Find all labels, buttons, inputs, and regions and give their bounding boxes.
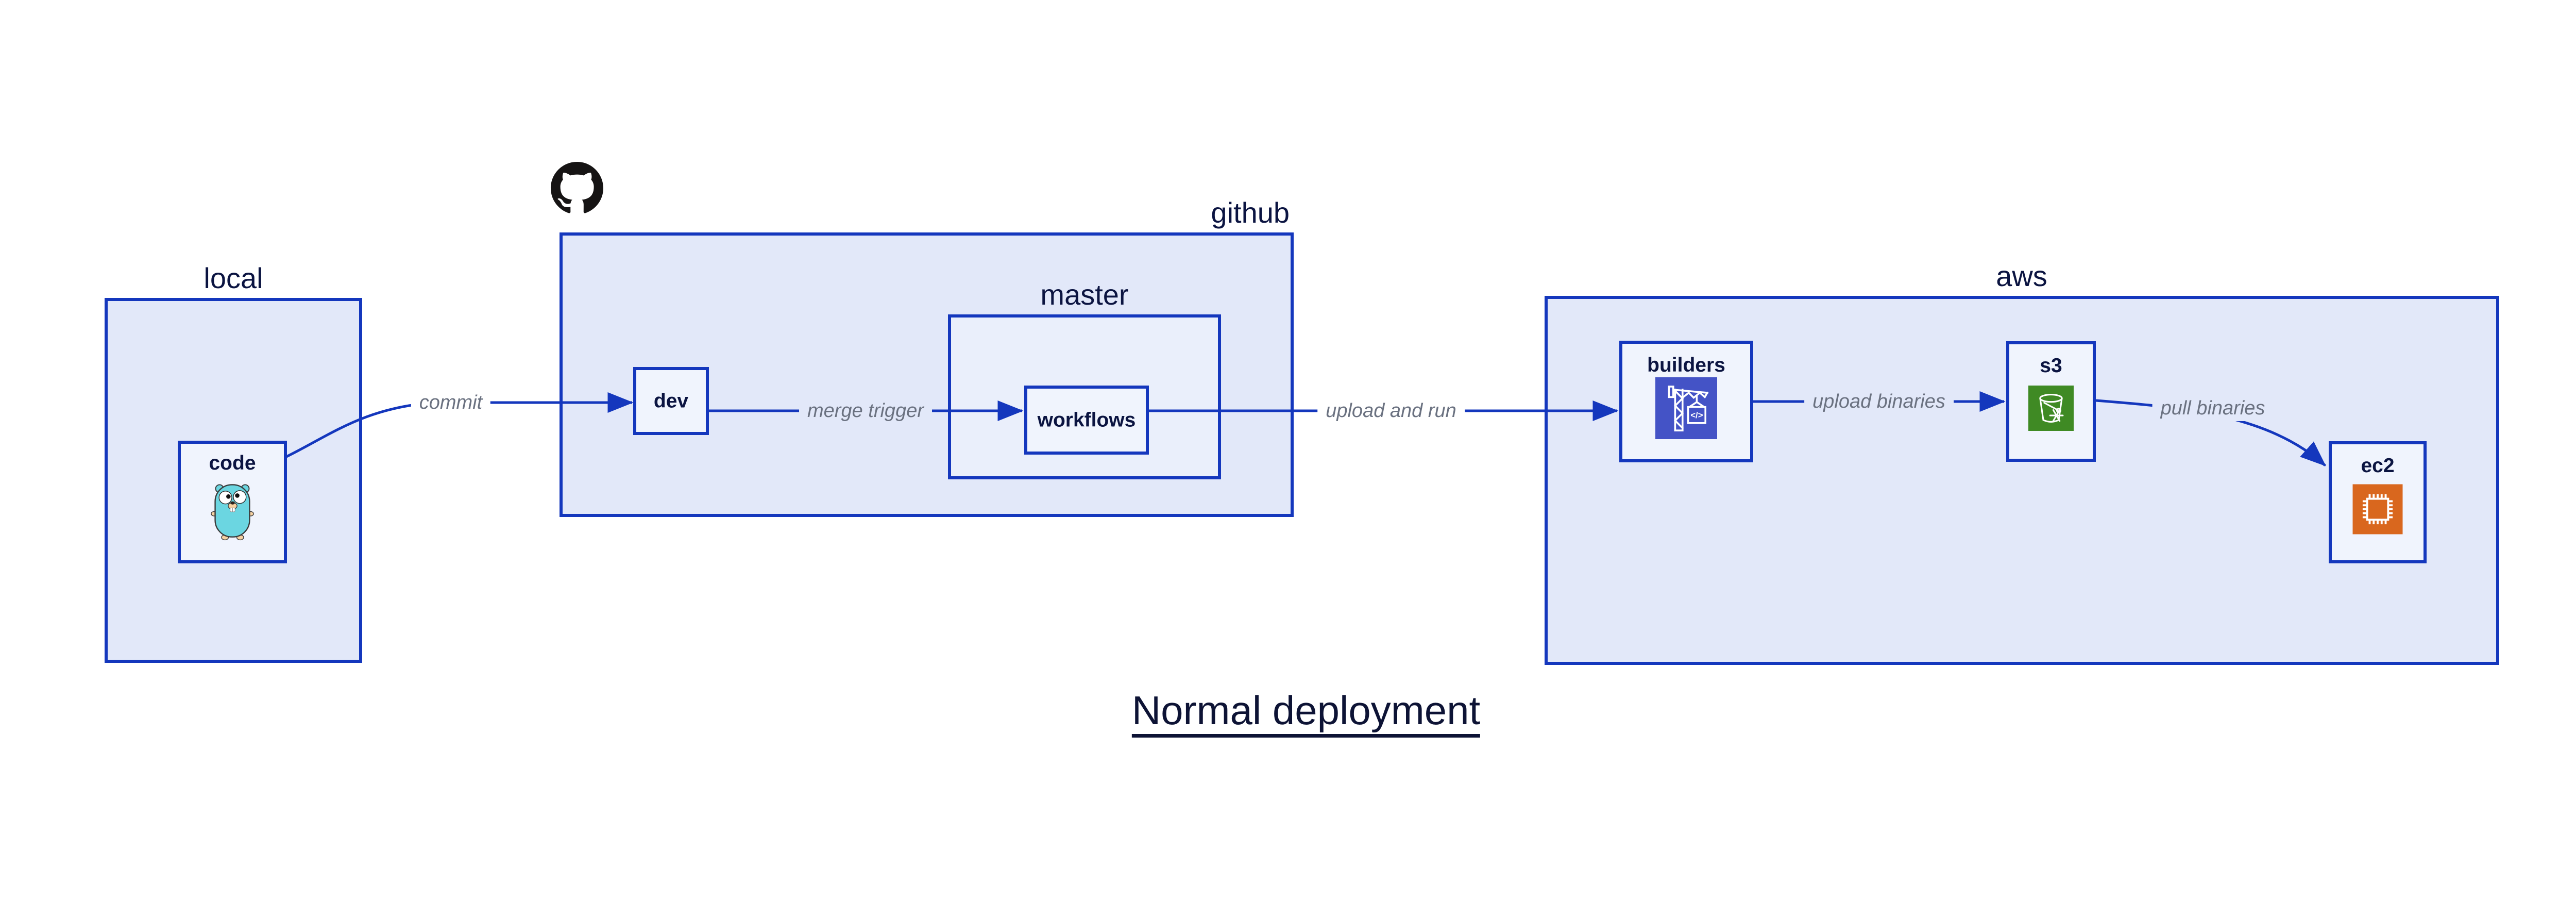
- edge-label-commit: commit: [411, 390, 491, 415]
- container-label-local: local: [204, 262, 263, 294]
- edge-label-pull-binaries: pull binaries: [2152, 395, 2274, 421]
- node-label-workflows: workflows: [1037, 409, 1136, 431]
- container-label-github: github: [1211, 196, 1290, 229]
- node-code: code: [178, 441, 287, 563]
- node-s3: s3: [2006, 341, 2096, 462]
- diagram-title: Normal deployment: [1131, 688, 1481, 738]
- edge-label-upload-and-run: upload and run: [1317, 398, 1465, 424]
- edge-label-upload-binaries: upload binaries: [1804, 389, 1954, 414]
- node-label-dev: dev: [653, 390, 689, 412]
- svg-text:</>: </>: [1690, 411, 1703, 421]
- ec2-chip-icon: [2352, 484, 2403, 534]
- node-label-s3: s3: [2040, 355, 2062, 377]
- edge-label-merge-trigger: merge trigger: [799, 398, 932, 424]
- node-label-code: code: [209, 452, 256, 474]
- node-label-ec2: ec2: [2361, 455, 2395, 477]
- node-builders: builders </>: [1619, 341, 1753, 462]
- container-label-master: master: [1040, 278, 1129, 311]
- s3-bucket-snowflake-icon: [2028, 386, 2074, 431]
- container-label-aws: aws: [1996, 260, 2047, 292]
- node-ec2: ec2: [2329, 441, 2427, 563]
- codebuild-crane-icon: </>: [1655, 377, 1717, 440]
- go-gopher-icon: [211, 484, 254, 541]
- node-label-builders: builders: [1647, 354, 1725, 376]
- node-dev: dev: [633, 367, 709, 435]
- node-workflows: workflows: [1024, 386, 1149, 455]
- github-octocat-icon: [551, 162, 603, 213]
